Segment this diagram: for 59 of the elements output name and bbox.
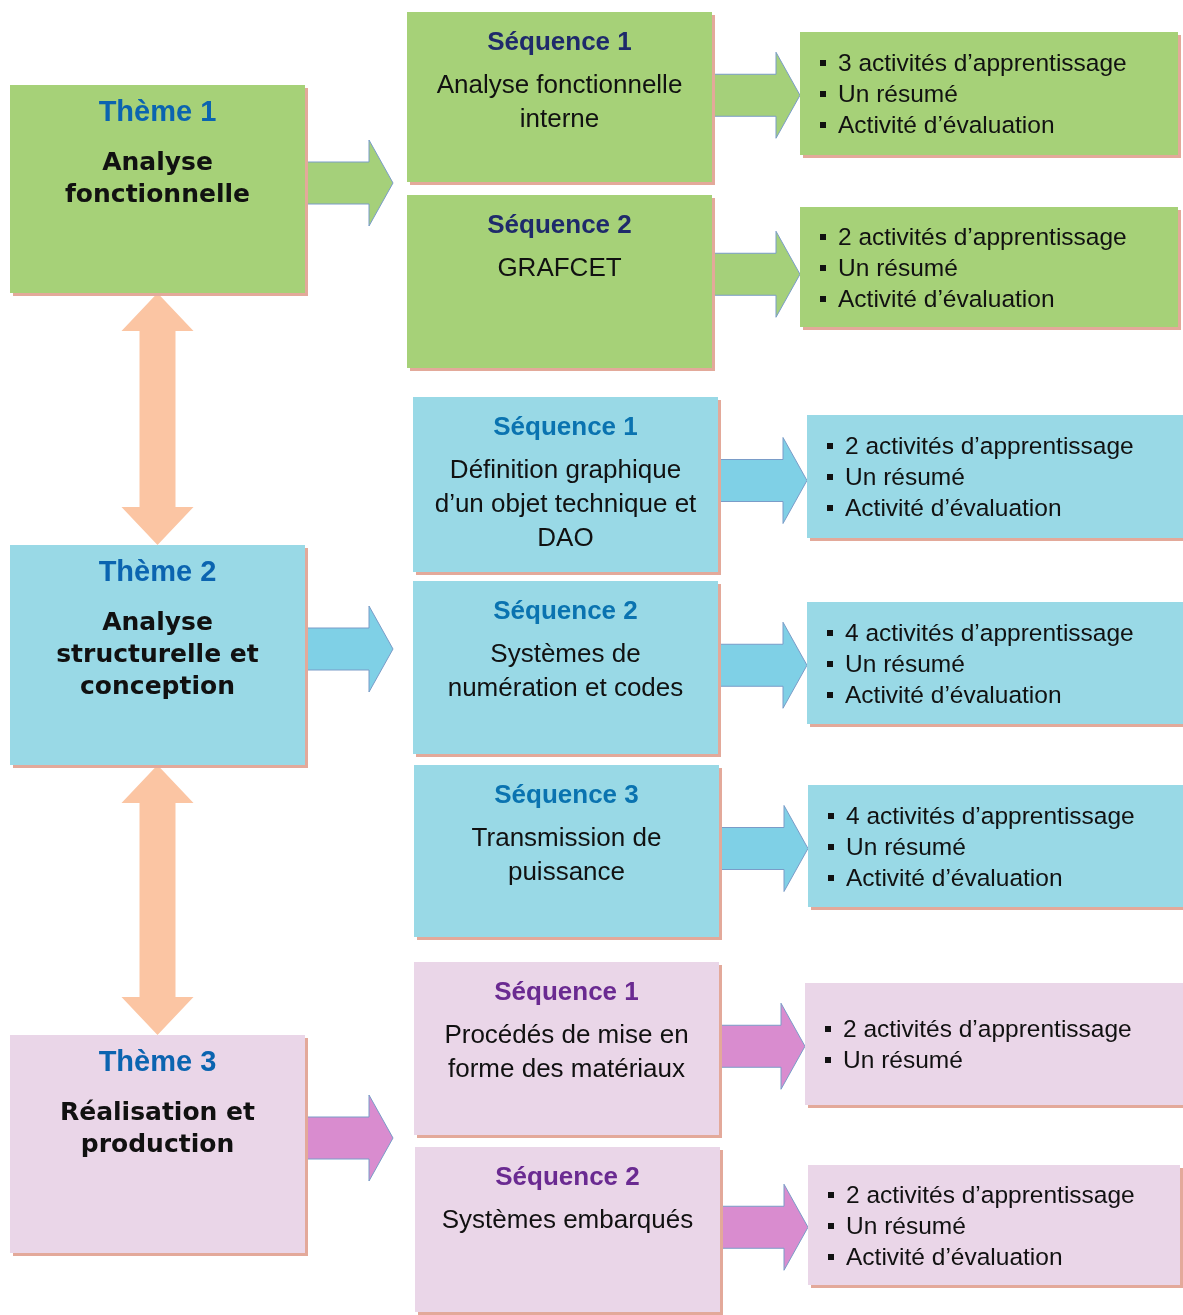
description: Systèmes embarqués — [440, 1203, 695, 1236]
list-item: 4 activités d’apprentissage — [828, 799, 1135, 831]
list-item: Un résumé — [828, 830, 966, 862]
list-item: Activité d’évaluation — [827, 678, 1062, 710]
activity-list-box — [808, 1165, 1180, 1285]
block-arrow — [121, 765, 194, 1035]
sequence-box — [414, 962, 719, 1135]
list-item: Activité d’évaluation — [827, 492, 1062, 523]
heading: Séquence 2 — [495, 1161, 640, 1192]
sequence-box — [413, 581, 718, 754]
description: Transmission de puissance — [470, 821, 663, 888]
list-item: Activité d’évaluation — [828, 861, 1063, 893]
sequence-box — [413, 397, 718, 572]
description: Analyse fonctionnelle interne — [435, 68, 684, 135]
description: Analyse fonctionnelle — [64, 146, 251, 210]
description: Définition graphique d’un objet technique et DAO — [433, 453, 698, 554]
list-item: 2 activités d’apprentissage — [828, 1178, 1135, 1210]
activity-list-box — [808, 785, 1183, 907]
theme-box — [10, 545, 305, 765]
list-item: Un résumé — [827, 461, 965, 492]
list-item: Activité d’évaluation — [820, 109, 1055, 140]
list-item: 3 activités d’apprentissage — [820, 47, 1127, 78]
heading: Séquence 1 — [494, 976, 639, 1007]
description: Réalisation et production — [58, 1096, 257, 1160]
heading: Séquence 2 — [493, 595, 638, 626]
theme-box — [10, 1035, 305, 1253]
activity-list-box — [805, 983, 1183, 1105]
list-item: Un résumé — [820, 78, 958, 109]
heading: Thème 2 — [98, 555, 217, 588]
description: Procédés de mise en forme des matériaux — [443, 1018, 690, 1085]
block-arrow — [121, 293, 194, 545]
sequence-box — [407, 12, 712, 182]
list-item: 4 activités d’apprentissage — [827, 616, 1134, 648]
activity-list-box — [807, 415, 1183, 538]
list-item: Un résumé — [820, 251, 958, 283]
activity-list-box — [800, 32, 1178, 155]
heading: Séquence 1 — [487, 26, 632, 57]
list-item: 2 activités d’apprentissage — [827, 430, 1134, 461]
heading: Thème 3 — [98, 1045, 217, 1078]
description: Analyse structurelle et conception — [55, 606, 260, 702]
description: GRAFCET — [496, 251, 623, 284]
list-item: Activité d’évaluation — [820, 282, 1055, 314]
theme-box — [10, 85, 305, 293]
sequence-box — [407, 195, 712, 368]
list-item: Un résumé — [827, 647, 965, 679]
list-item: Un résumé — [825, 1044, 963, 1075]
heading: Séquence 3 — [494, 779, 639, 810]
activity-list-box — [800, 207, 1178, 327]
heading: Thème 1 — [98, 95, 217, 128]
sequence-box — [414, 765, 719, 937]
sequence-box — [415, 1147, 720, 1312]
list-item: Un résumé — [828, 1209, 966, 1241]
list-item: Activité d’évaluation — [828, 1240, 1063, 1272]
list-item: 2 activités d’apprentissage — [825, 1013, 1132, 1044]
description: Systèmes de numération et codes — [446, 637, 685, 704]
list-item: 2 activités d’apprentissage — [820, 220, 1127, 252]
heading: Séquence 2 — [487, 209, 632, 240]
heading: Séquence 1 — [493, 411, 638, 442]
activity-list-box — [807, 602, 1183, 724]
